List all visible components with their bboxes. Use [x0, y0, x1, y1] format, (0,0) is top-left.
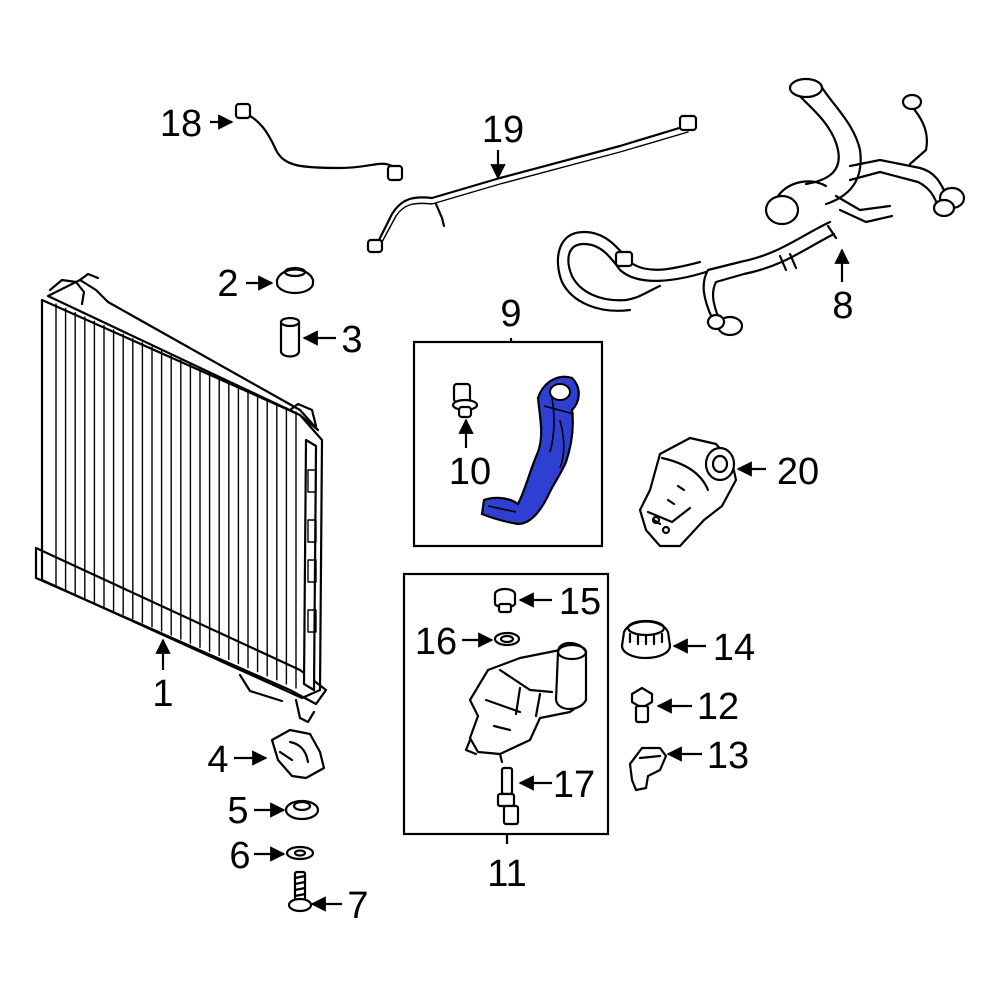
callout-10: 10 [449, 451, 491, 493]
callout-14: 14 [713, 627, 755, 669]
callout-8: 8 [832, 285, 853, 327]
washer-part[interactable] [285, 845, 315, 861]
radiator-cap-part[interactable] [275, 266, 315, 295]
callout-6: 6 [229, 835, 250, 877]
callout-1: 1 [152, 673, 173, 715]
leader-lines [155, 114, 850, 912]
mounting-bolt-part[interactable] [630, 686, 654, 724]
callout-20: 20 [777, 451, 819, 493]
insulator-part[interactable] [284, 799, 320, 821]
callout-16: 16 [415, 621, 457, 663]
bushing-part[interactable] [279, 316, 301, 358]
callout-3: 3 [341, 319, 362, 361]
callout-7: 7 [347, 885, 368, 927]
callout-18: 18 [160, 103, 202, 145]
radiator-fins [55, 303, 318, 692]
radiator-bolt-part[interactable] [287, 870, 313, 913]
callout-9: 9 [500, 293, 521, 335]
reservoir-cap-part[interactable] [620, 619, 672, 660]
level-sensor-part[interactable] [496, 766, 520, 826]
radiator-bracket-part[interactable] [270, 728, 326, 780]
kit-box-9 [412, 340, 604, 548]
sensor-harness-part[interactable] [234, 102, 404, 182]
bolt-part[interactable] [493, 587, 517, 614]
bleed-valve-part[interactable] [451, 382, 479, 419]
callout-11: 11 [487, 853, 526, 895]
callout-2: 2 [217, 263, 238, 305]
temperature-sensor-part[interactable] [628, 746, 668, 792]
callout-13: 13 [707, 735, 749, 777]
callout-12: 12 [697, 686, 739, 728]
radiator-part[interactable] [34, 272, 328, 724]
callout-5: 5 [227, 790, 248, 832]
callout-15: 15 [559, 581, 601, 623]
coolant-hose-assembly-part[interactable] [556, 77, 966, 337]
thermostat-housing-part[interactable] [638, 436, 738, 548]
callout-19: 19 [482, 109, 524, 151]
o-ring-part[interactable] [493, 631, 521, 647]
coolant-reservoir-part[interactable] [464, 641, 588, 764]
callout-17: 17 [553, 764, 595, 806]
vent-tube-part[interactable] [366, 114, 698, 254]
highlighted-coolant-hose-part[interactable] [480, 375, 580, 526]
callout-4: 4 [207, 739, 228, 781]
